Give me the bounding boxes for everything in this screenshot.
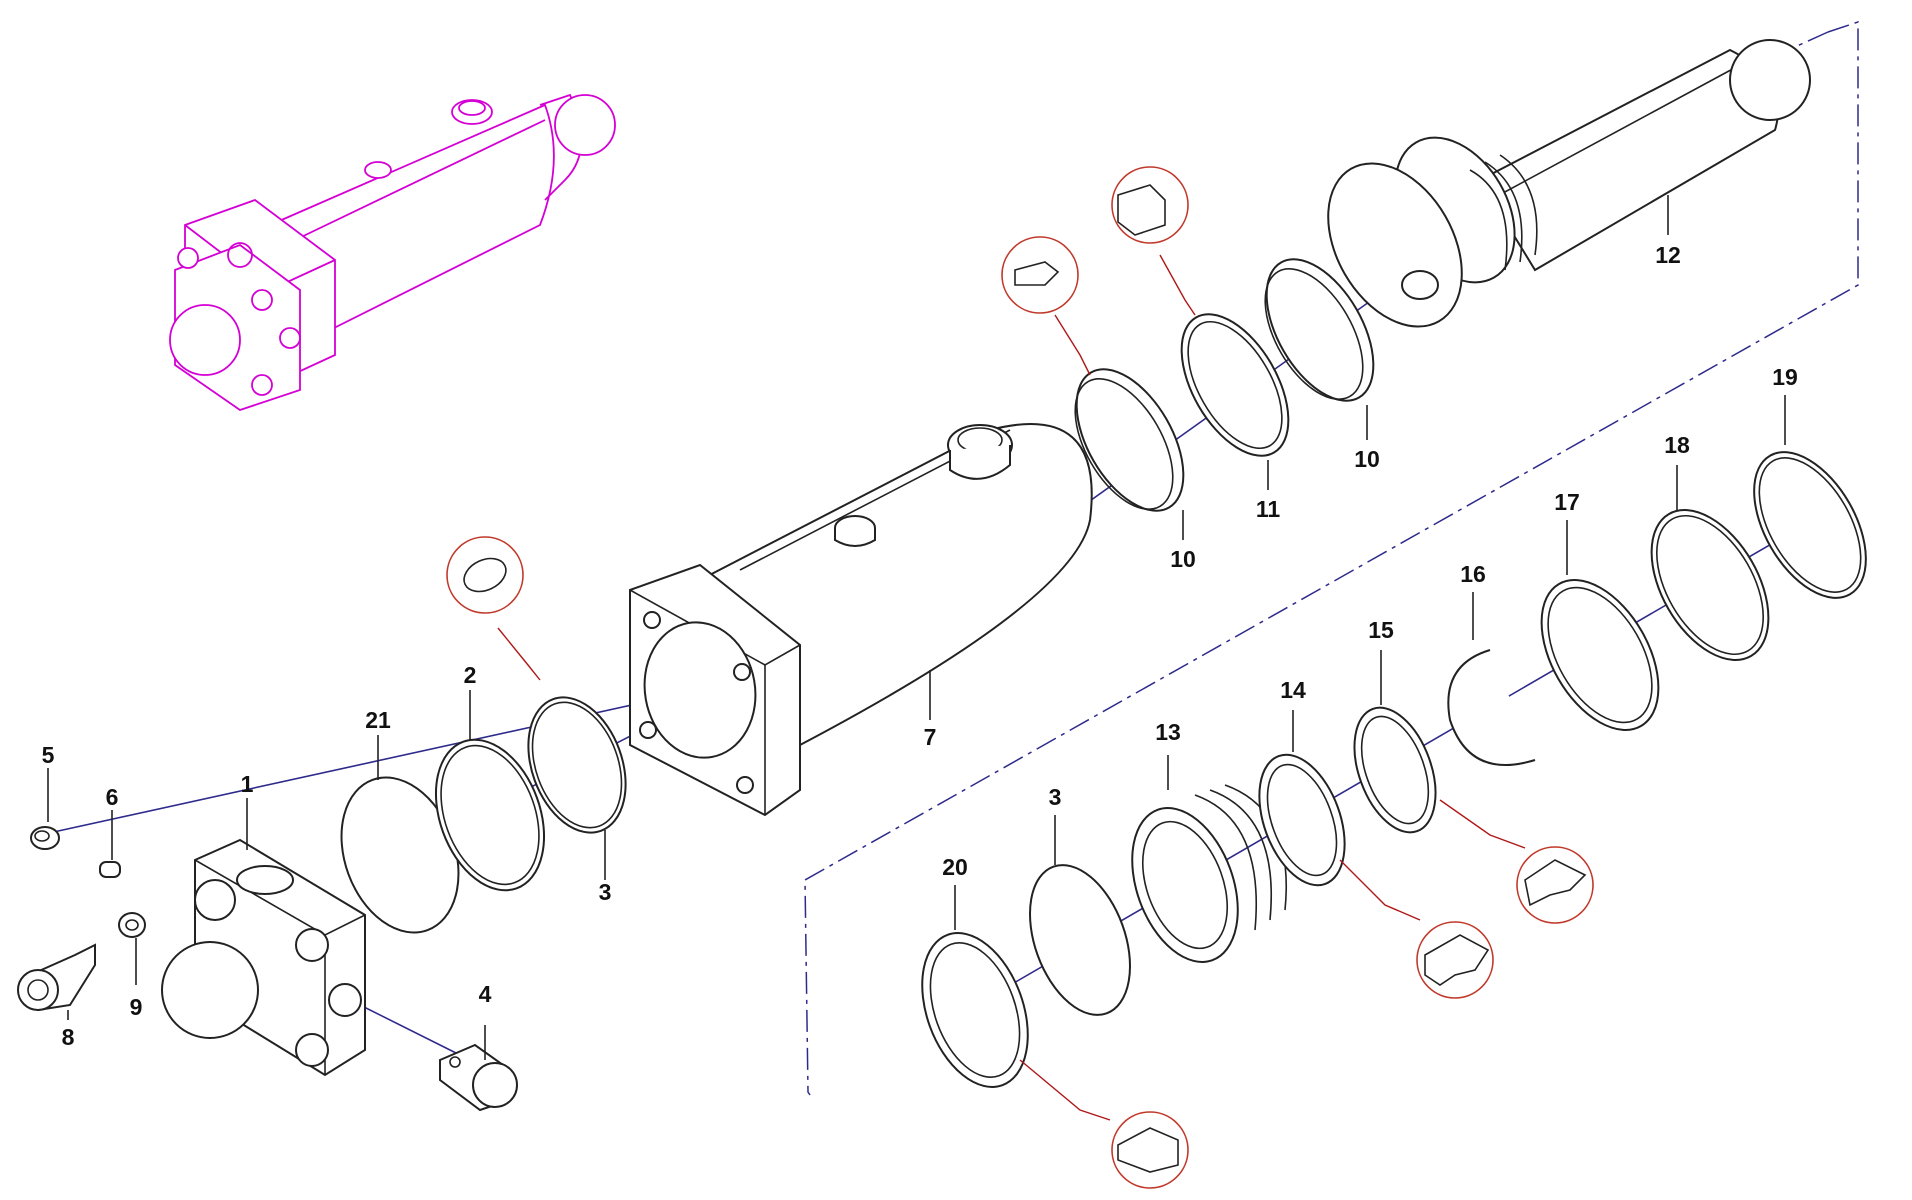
callout-15: 15: [1368, 617, 1394, 643]
callout-14: 14: [1280, 677, 1306, 703]
part-14-rod-seal: [1258, 753, 1346, 887]
callout-2: 2: [464, 662, 477, 688]
part-13-gland: [1131, 807, 1239, 963]
part-3-o-ring-b: [1029, 864, 1131, 1016]
callout-20: 20: [942, 854, 968, 880]
callout-12: 12: [1655, 242, 1681, 268]
part-10-wear-ring-b: [1265, 258, 1375, 402]
seal-rings-gland-lower: [921, 451, 1867, 1088]
seal-rings-head: [340, 696, 627, 934]
callout-3-head: 3: [599, 879, 612, 905]
callout-11: 11: [1256, 496, 1281, 522]
callout-1: 1: [241, 771, 254, 797]
part-10-wear-ring-a: [1075, 368, 1185, 512]
part-18-backup-ring: [1650, 509, 1770, 661]
callout-3-gland: 3: [1049, 784, 1062, 810]
part-20-wiper: [921, 932, 1029, 1088]
assembled-cylinder-preview: [169, 93, 616, 411]
part-11-piston-seal: [1180, 313, 1290, 457]
callout-19: 19: [1772, 364, 1798, 390]
callout-9: 9: [130, 994, 143, 1020]
callout-21: 21: [365, 707, 391, 733]
part-1-manifold-block: [161, 838, 366, 1077]
part-4-check-valve: [439, 1043, 518, 1112]
part-19-retaining-ring: [1753, 451, 1867, 599]
part-7-barrel: [629, 423, 1093, 817]
callout-labels: 5 6 1 21 2 3 4 8 9 7 10 11 10 12 13 3 20…: [42, 242, 1798, 1050]
callout-7: 7: [924, 724, 937, 750]
part-3-o-ring: [527, 696, 627, 834]
part-2-o-ring: [434, 738, 546, 892]
callout-4: 4: [479, 981, 492, 1007]
part-9-washer: [118, 912, 146, 938]
callout-16: 16: [1460, 561, 1486, 587]
callout-leaders: [47, 195, 1786, 1060]
part-8-socket-bolt: [17, 943, 96, 1012]
callout-5: 5: [42, 742, 55, 768]
seal-rings-piston-upper: [1074, 258, 1375, 512]
callout-6: 6: [106, 784, 119, 810]
part-17-wear-ring: [1540, 579, 1660, 731]
callout-18: 18: [1664, 432, 1690, 458]
callout-10-b: 10: [1354, 446, 1380, 472]
callout-8: 8: [62, 1024, 75, 1050]
detail-callout-section-views: [446, 166, 1594, 1189]
callout-13: 13: [1155, 719, 1181, 745]
callout-10-a: 10: [1170, 546, 1196, 572]
part-12-piston-rod: [1327, 39, 1811, 328]
part-6-plug: [99, 861, 121, 878]
part-15-buffer-seal: [1353, 706, 1437, 834]
part-5-plug: [30, 826, 60, 850]
callout-17: 17: [1554, 489, 1580, 515]
part-16-snap-ring: [1447, 649, 1536, 766]
